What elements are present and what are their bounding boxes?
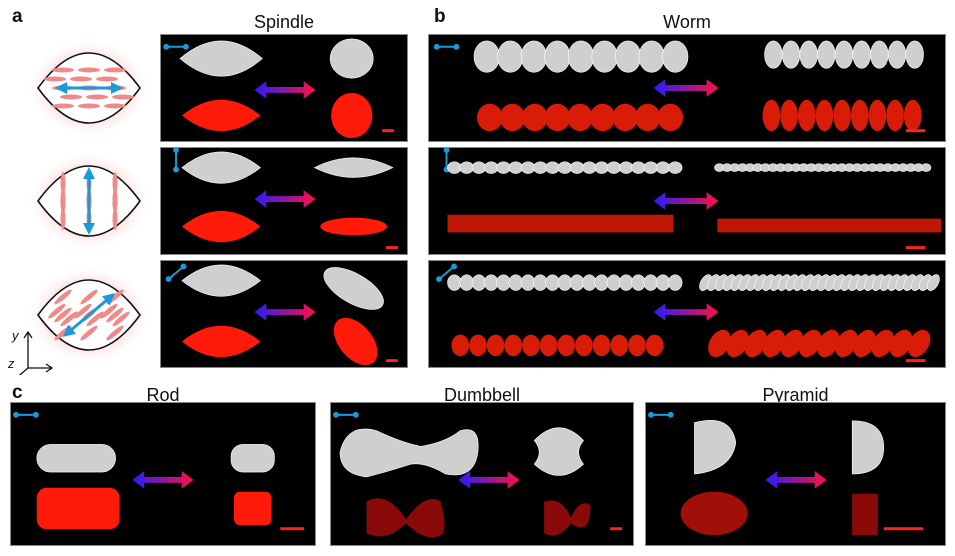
mesh-shape: [447, 274, 683, 291]
fluorescent-shape: [708, 329, 931, 358]
mesh-shape: [181, 264, 261, 297]
dumbbell-panel: [330, 402, 634, 546]
scale-bar: [386, 359, 398, 363]
mesh-shape: [473, 40, 689, 73]
mesh-shape: [764, 40, 924, 69]
worm-panel-1: [428, 34, 946, 142]
fluorescent-shape: [762, 99, 922, 132]
panel-label-c: c: [12, 382, 23, 403]
transition-arrow: [254, 303, 316, 321]
spindle-panel-2: [160, 147, 408, 255]
scale-bar: [905, 359, 926, 363]
director-icon: [333, 411, 359, 418]
fluorescent-shape: [331, 92, 373, 139]
axis-z-label: z: [7, 356, 15, 371]
fluorescent-shape: [36, 487, 120, 530]
mesh-shape: [533, 427, 584, 476]
director-icon: [433, 43, 460, 50]
transition-arrow: [132, 471, 194, 489]
director-icon: [173, 148, 179, 173]
director-icon: [436, 263, 458, 283]
fluorescent-shape: [320, 217, 388, 236]
axis-triad: y z x: [7, 328, 54, 375]
transition-arrow: [458, 471, 520, 489]
title-pyramid: Pyramid: [762, 385, 829, 405]
mesh-shape: [699, 274, 940, 291]
fluorescent-shape: [476, 103, 684, 132]
schematic-cell-1: [27, 38, 151, 138]
scale-bar: [386, 246, 398, 250]
transition-arrow: [653, 303, 719, 321]
scale-bar: [610, 527, 623, 531]
scale-bar: [883, 527, 924, 531]
fluorescent-shape: [181, 325, 261, 358]
fluorescent-shape: [234, 491, 272, 526]
title-spindle: Spindle: [253, 12, 315, 32]
panel-label-b: b: [434, 6, 446, 27]
title-worm: Worm: [663, 12, 711, 32]
pyramid-panel: [645, 402, 946, 546]
director-icon: [165, 263, 187, 283]
panel-label-a: a: [12, 6, 23, 27]
schematic-cell-3: [27, 265, 151, 365]
mesh-shape: [181, 151, 261, 184]
transition-arrow: [765, 471, 827, 489]
scale-bar: [905, 246, 926, 250]
director-icon: [13, 411, 39, 418]
mesh-shape: [694, 419, 737, 475]
title-dumbbell: Dumbbell: [443, 385, 521, 405]
mesh-shape: [339, 428, 479, 478]
schematic-cell-2: [27, 151, 151, 251]
mesh-shape: [447, 161, 683, 174]
scale-bar: [382, 129, 394, 133]
mesh-shape: [179, 40, 263, 77]
mesh-shape: [323, 267, 384, 310]
scale-bar: [280, 527, 305, 531]
fluorescent-shape: [680, 491, 878, 536]
fluorescent-shape: [333, 317, 378, 366]
fluorescent-shape: [181, 210, 261, 243]
fluorescent-shape: [451, 334, 664, 357]
director-icon: [163, 43, 189, 50]
mesh-shape: [714, 163, 932, 172]
worm-panel-3: [428, 260, 946, 368]
mesh-shape: [313, 157, 394, 178]
worm-panel-2: [428, 147, 946, 255]
mesh-shape: [851, 420, 885, 475]
director-arrow: [62, 293, 116, 337]
mesh-shape: [329, 38, 374, 79]
director-schematics: y z x: [7, 38, 151, 375]
transition-arrow: [254, 81, 316, 99]
mesh-shape: [230, 444, 275, 473]
transition-arrow: [653, 192, 719, 210]
scale-bar: [905, 129, 926, 133]
spindle-panel-1: [160, 34, 408, 142]
transition-arrow: [254, 190, 316, 208]
fluorescent-shape: [181, 99, 261, 132]
title-rod: Rod: [146, 385, 180, 405]
spindle-panel-3: [160, 260, 408, 368]
director-icon: [648, 411, 674, 418]
fluorescent-shape: [366, 498, 591, 538]
transition-arrow: [653, 79, 719, 97]
rod-panel: [10, 402, 316, 546]
axis-y-label: y: [11, 328, 20, 343]
axis-x-label: x: [39, 370, 47, 375]
mesh-shape: [36, 444, 116, 473]
